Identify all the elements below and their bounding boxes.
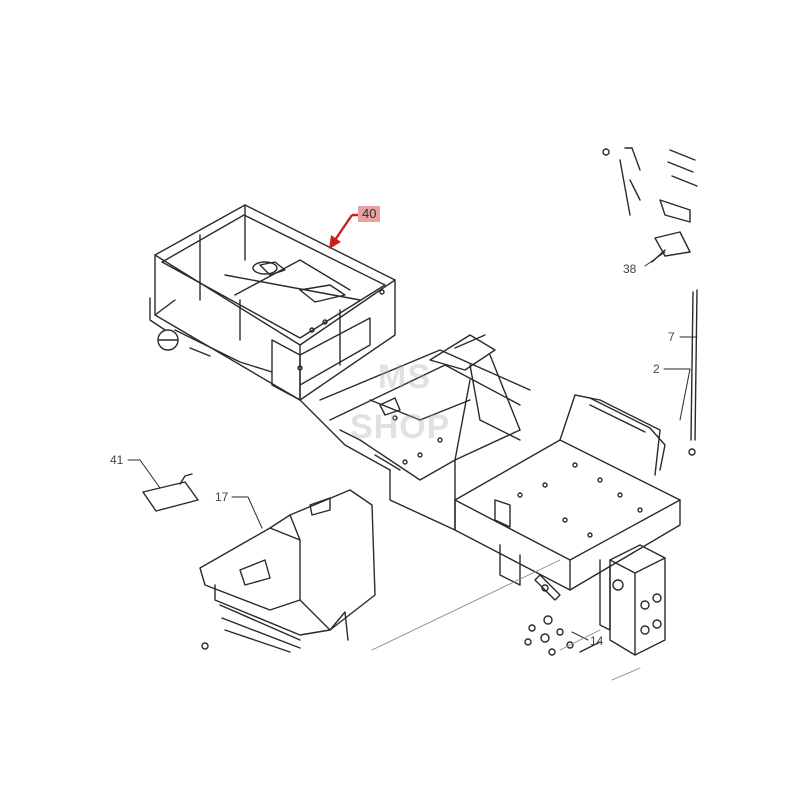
leader-lines (127, 251, 698, 641)
main-chassis-frame (299, 334, 531, 531)
watermark-ms: MS (378, 358, 431, 396)
leader-2 (663, 368, 691, 421)
rear-bracket (609, 544, 666, 656)
leader-17 (231, 496, 263, 529)
callout-40-arrow (329, 213, 358, 249)
callout-14[interactable]: 14 (590, 634, 604, 648)
pad-part-41 (142, 473, 199, 512)
callout-38[interactable]: 38 (623, 262, 637, 276)
rod-part-7 (688, 289, 698, 456)
seat-part-17 (199, 489, 376, 653)
rear-platform (454, 394, 681, 631)
leader-38 (644, 251, 666, 267)
callout-17[interactable]: 17 (215, 490, 229, 504)
leader-14 (571, 631, 589, 641)
leader-41 (127, 459, 161, 489)
guide-lines (371, 559, 641, 681)
callout-2[interactable]: 2 (653, 362, 660, 376)
callout-41[interactable]: 41 (110, 453, 124, 467)
fasteners-part-14 (524, 615, 601, 656)
bracket-set-part-38 (602, 147, 698, 263)
watermark-shop: SHOP (350, 408, 451, 446)
callout-7[interactable]: 7 (668, 330, 675, 344)
callout-40[interactable]: 40 (358, 206, 381, 222)
cabin-frame-part-40 (149, 204, 396, 401)
